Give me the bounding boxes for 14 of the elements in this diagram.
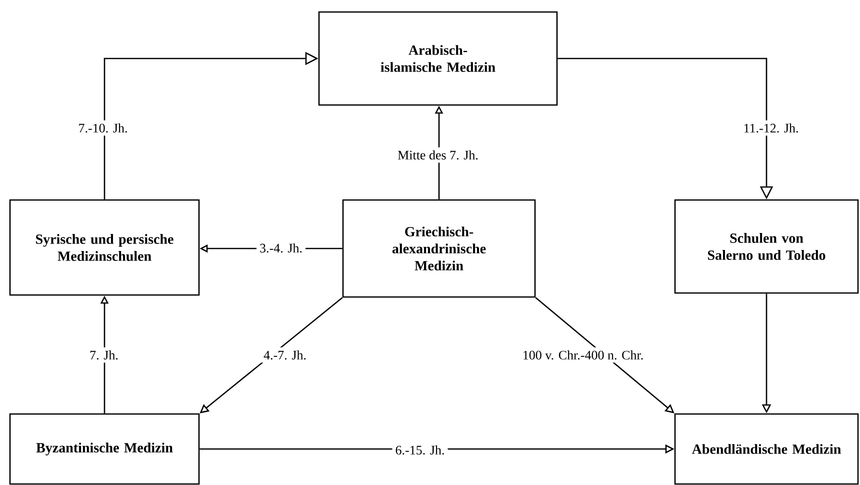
edge-label: 3.-4. Jh. [256, 240, 306, 256]
edge-label: 100 v. Chr.-400 n. Chr. [519, 347, 647, 363]
edge-label: Mitte des 7. Jh. [394, 147, 482, 163]
flow-box: Arabisch-islamische Medizin [318, 11, 558, 106]
edge-label: 11.-12. Jh. [740, 120, 802, 136]
flow-box: Syrische und persische Medizinschulen [9, 199, 200, 296]
flow-box: Griechisch-alexandrinische Medizin [342, 199, 536, 298]
edge-label: 6.-15. Jh. [392, 442, 448, 458]
edge-label: 7.-10. Jh. [75, 120, 131, 136]
flow-box: Schulen von Salerno und Toledo [674, 199, 859, 294]
edge-label: 4.-7. Jh. [260, 347, 310, 363]
flow-box: Byzantinische Medizin [9, 413, 200, 485]
flow-box: Abendländische Medizin [674, 413, 859, 485]
edge-label: 7. Jh. [86, 347, 122, 363]
